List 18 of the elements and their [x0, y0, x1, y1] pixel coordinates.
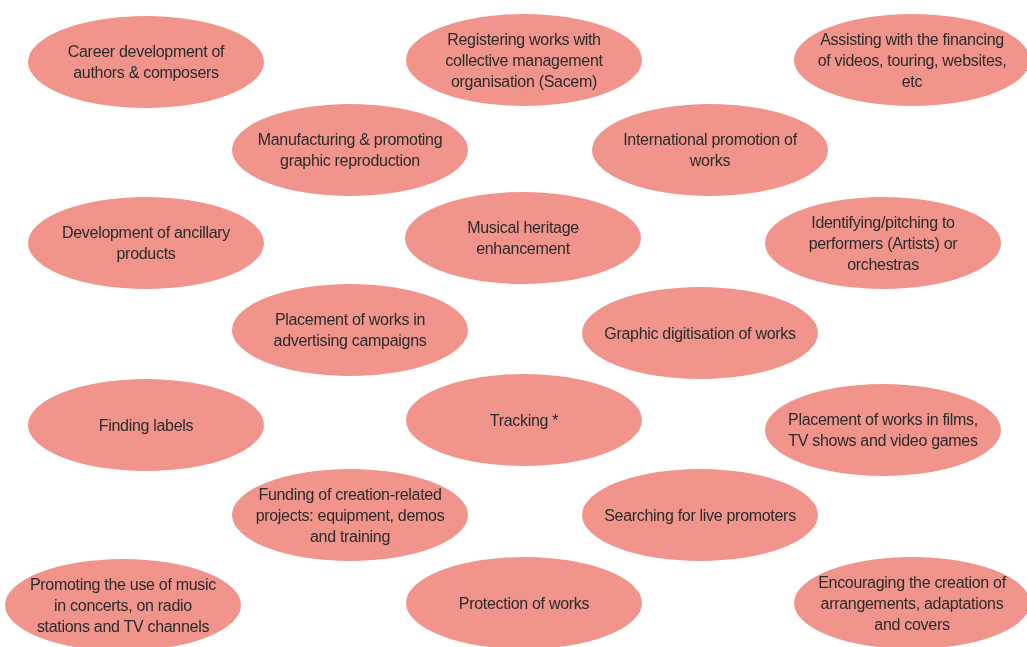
node-label: Identifying/pitching to performers (Artists) or orchestras	[807, 212, 959, 275]
node-label: Funding of creation-related projects: equipment, demos and training	[254, 484, 446, 547]
node-label: Development of ancillary products	[61, 223, 231, 264]
node-label: Registering works with collective management organisation (Sacem)	[444, 29, 604, 92]
node-label: Encouraging the creation of arrangements, adaptations and covers	[817, 572, 1008, 635]
node-label: Musical heritage enhancement	[466, 218, 580, 259]
node-label: Finding labels	[98, 415, 194, 436]
node-label: Protection of works	[458, 593, 590, 614]
node-label: Manufacturing & promoting graphic reproduction	[256, 130, 444, 171]
node-label: Graphic digitisation of works	[604, 323, 796, 344]
node-label: Assisting with the financing of videos, touring, websites, etc	[816, 29, 1008, 92]
node-label: Placement of works in films, TV shows and video games	[787, 410, 979, 451]
node-label: Career development of authors & composers	[66, 42, 226, 83]
node-label: Searching for live promoters	[604, 505, 796, 526]
node-label: Tracking *	[489, 410, 559, 431]
node-label: Placement of works in advertising campaigns	[272, 310, 428, 351]
node-label: International promotion of works	[622, 130, 799, 171]
node-label: Promoting the use of music in concerts, on radio stations and TV channels	[28, 574, 218, 637]
